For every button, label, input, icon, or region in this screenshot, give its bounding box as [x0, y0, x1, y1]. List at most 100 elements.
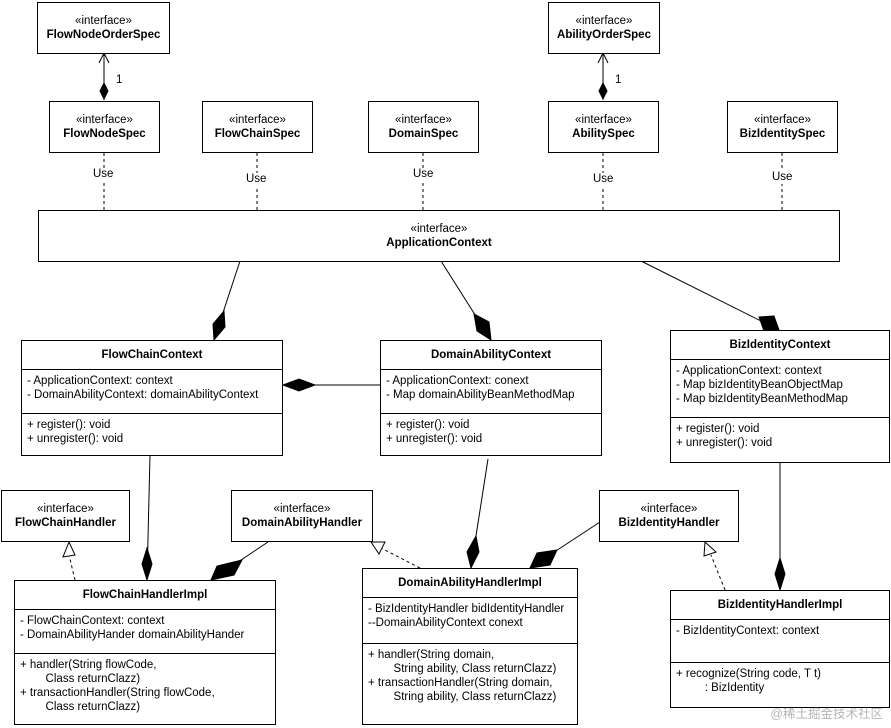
diamond-flowchainctx	[212, 309, 226, 342]
method: String ability, Class returnClazz)	[368, 691, 557, 703]
method: String ability, Class returnClazz)	[368, 663, 557, 675]
multiplicity-label-flownode: 1	[116, 74, 123, 87]
domain-ability-handler-impl-box: DomainAbilityHandlerImpl - BizIdentityHa…	[362, 568, 578, 725]
stereotype-label: «interface»	[75, 14, 132, 27]
method: + unregister(): void	[27, 433, 124, 445]
interface-name: ApplicationContext	[386, 236, 492, 249]
attribute: - ApplicationContext: context	[676, 365, 822, 377]
method: + register(): void	[27, 419, 111, 431]
aggregation-appctx-bizctx	[640, 260, 780, 331]
class-name: BizIdentityContext	[729, 338, 831, 351]
biz-identity-handler-impl-box: BizIdentityHandlerImpl - BizIdentityCont…	[670, 590, 890, 708]
ability-order-spec-box: «interface» AbilityOrderSpec	[548, 2, 660, 54]
use-label-bizidentity: Use	[772, 171, 793, 184]
method: + recognize(String code, T t)	[676, 668, 821, 680]
attribute: - DomainAbilityHander domainAbilityHande…	[20, 629, 245, 641]
flow-chain-context-box: FlowChainContext - ApplicationContext: c…	[21, 340, 283, 456]
class-name: FlowChainHandlerImpl	[82, 588, 208, 601]
attribute: - DomainAbilityContext: domainAbilityCon…	[27, 389, 259, 401]
application-context-box: «interface» ApplicationContext	[38, 210, 840, 262]
class-name: DomainAbilityHandlerImpl	[398, 576, 542, 589]
flow-chain-spec-box: «interface» FlowChainSpec	[202, 101, 313, 153]
use-label-ability: Use	[593, 173, 614, 186]
ability-spec-box: «interface» AbilitySpec	[548, 101, 659, 153]
method: + handler(String domain,	[368, 649, 495, 661]
interface-name: AbilityOrderSpec	[557, 28, 651, 41]
stereotype-label: «interface»	[640, 502, 698, 515]
triangle-flowchain	[62, 540, 76, 558]
stereotype-label: «interface»	[410, 222, 468, 235]
method: : BizIdentity	[676, 682, 765, 694]
stereotype-label: «interface»	[37, 502, 94, 515]
stereotype-label: «interface»	[273, 502, 331, 515]
method: + transactionHandler(String domain,	[368, 677, 553, 689]
attribute: - FlowChainContext: context	[20, 615, 165, 627]
diamond-domainimpl-bizhandler	[529, 549, 558, 569]
watermark-text: @稀土掘金技术社区	[770, 707, 883, 721]
diamond-ability	[598, 81, 608, 101]
stereotype-label: «interface»	[754, 113, 811, 126]
attribute: - ApplicationContext: conext	[386, 375, 529, 387]
use-label-flowchain: Use	[246, 173, 267, 186]
attribute: --DomainAbilityContext conext	[368, 617, 523, 629]
stereotype-label: «interface»	[575, 113, 632, 126]
diamond-bizimpl-ctx	[774, 556, 786, 592]
domain-ability-handler-box: «interface» DomainAbilityHandler	[231, 490, 373, 542]
method: Class returnClazz)	[20, 701, 141, 713]
diamond-domainimpl-ctx	[466, 534, 480, 570]
diamond-flowchainimpl-ctx	[141, 546, 153, 582]
attribute: - BizIdentityHandler bidIdentityHandler	[368, 603, 565, 615]
attribute: - BizIdentityContext: context	[676, 625, 820, 637]
interface-name: FlowNodeSpec	[63, 127, 146, 140]
method: + handler(String flowCode,	[20, 659, 157, 671]
flow-chain-handler-box: «interface» FlowChainHandler	[1, 490, 130, 542]
diamond-flowchainimpl-domainhandler	[210, 559, 243, 581]
stereotype-label: «interface»	[229, 113, 286, 126]
interface-name: DomainAbilityHandler	[241, 516, 363, 529]
diamond-flownode	[99, 81, 109, 101]
diamond-flowchain-domain	[281, 378, 317, 392]
attribute: - Map domainAbilityBeanMethodMap	[386, 389, 575, 401]
interface-name: FlowChainSpec	[214, 127, 301, 140]
attribute: - Map bizIdentityBeanObjectMap	[676, 379, 843, 391]
flow-node-order-spec-box: «interface» FlowNodeOrderSpec	[37, 2, 170, 54]
interface-name: AbilitySpec	[572, 127, 635, 140]
triangle-domain	[370, 541, 386, 555]
multiplicity-label-ability: 1	[615, 74, 622, 87]
method: + register(): void	[676, 423, 760, 435]
attribute: - Map bizIdentityBeanMethodMap	[676, 393, 848, 405]
method: + transactionHandler(String flowCode,	[20, 687, 215, 699]
use-label-flownode: Use	[93, 168, 114, 181]
realization-biz	[710, 554, 726, 591]
realization-domain	[380, 547, 421, 569]
domain-ability-context-box: DomainAbilityContext - ApplicationContex…	[380, 340, 602, 456]
class-name: BizIdentityHandlerImpl	[717, 598, 843, 611]
interface-name: BizIdentitySpec	[739, 127, 826, 140]
interface-name: DomainSpec	[388, 127, 459, 140]
biz-identity-spec-box: «interface» BizIdentitySpec	[727, 101, 838, 153]
biz-identity-context-box: BizIdentityContext - ApplicationContext:…	[670, 330, 890, 463]
diamond-bizctx	[758, 315, 780, 332]
use-label-domain: Use	[413, 168, 434, 181]
flow-chain-handler-impl-box: FlowChainHandlerImpl - FlowChainContext:…	[14, 580, 276, 725]
interface-name: BizIdentityHandler	[618, 516, 720, 529]
stereotype-label: «interface»	[575, 14, 633, 27]
stereotype-label: «interface»	[76, 113, 133, 126]
method: + unregister(): void	[676, 437, 773, 449]
interface-name: FlowChainHandler	[15, 516, 116, 529]
method: + unregister(): void	[386, 433, 483, 445]
stereotype-label: «interface»	[395, 113, 452, 126]
domain-spec-box: «interface» DomainSpec	[368, 101, 479, 153]
flow-node-spec-box: «interface» FlowNodeSpec	[49, 101, 160, 153]
class-name: FlowChainContext	[101, 348, 203, 361]
diamond-domainctx	[473, 313, 492, 341]
method: + register(): void	[386, 419, 470, 431]
attribute: - ApplicationContext: context	[27, 375, 173, 387]
method: Class returnClazz)	[20, 673, 141, 685]
interface-name: FlowNodeOrderSpec	[46, 28, 161, 41]
biz-identity-handler-box: «interface» BizIdentityHandler	[599, 490, 739, 542]
triangle-biz	[703, 540, 717, 557]
class-name: DomainAbilityContext	[430, 348, 552, 361]
realization-flowchain	[68, 554, 76, 581]
